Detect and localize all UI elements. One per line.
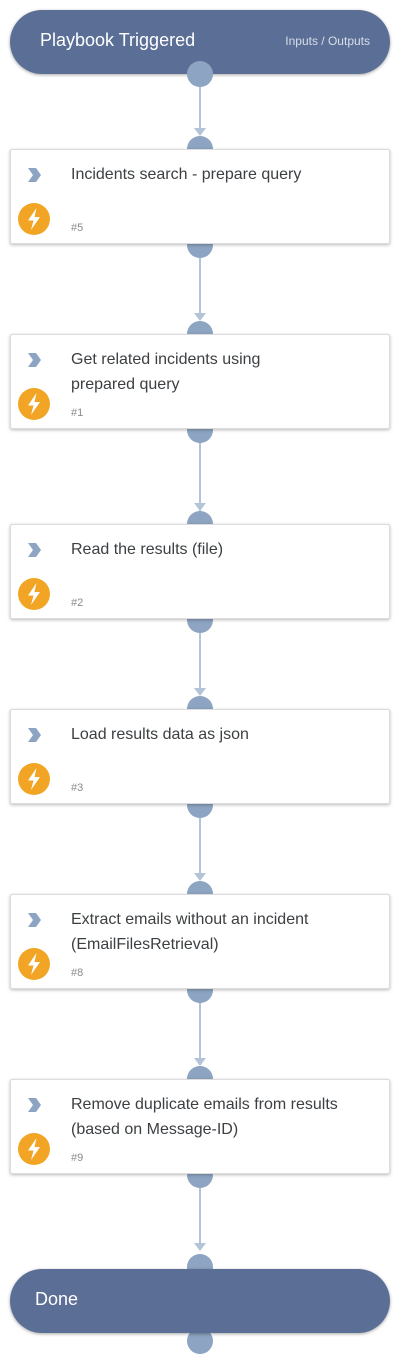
task-id: #5 <box>71 222 84 234</box>
task-name: Load results data as json <box>71 726 249 743</box>
playbook-end-node[interactable]: Done <box>10 1269 390 1333</box>
task-id: #8 <box>71 967 84 979</box>
lightning-bolt-icon <box>18 388 50 420</box>
lightning-bolt-icon <box>18 763 50 795</box>
connector-arrow <box>194 1058 206 1066</box>
chevron-right-icon <box>28 353 41 367</box>
chevron-right-icon <box>28 168 41 182</box>
end-node-title: Done <box>35 1289 79 1309</box>
task-node[interactable]: Load results data as json #3 <box>10 709 390 804</box>
connector-arrow <box>194 503 206 511</box>
connector-line <box>199 1003 201 1065</box>
connector-line <box>199 633 201 695</box>
connector-line <box>199 1188 201 1250</box>
task-id: #2 <box>71 597 84 609</box>
chevron-right-icon <box>28 1098 41 1112</box>
connector-line <box>199 87 201 135</box>
chevron-right-icon <box>28 728 41 742</box>
connector-arrow <box>194 128 206 136</box>
task-id: #1 <box>71 407 84 419</box>
lightning-bolt-icon <box>18 1133 50 1165</box>
chevron-right-icon <box>28 543 41 557</box>
task-node[interactable]: Get related incidents using prepared que… <box>10 334 390 429</box>
task-id: #3 <box>71 782 84 794</box>
task-id: #9 <box>71 1152 84 1164</box>
connector-line <box>199 258 201 320</box>
task-node[interactable]: Extract emails without an incident (Emai… <box>10 894 390 989</box>
connector-arrow <box>194 873 206 881</box>
connector-line <box>199 818 201 880</box>
output-port[interactable] <box>187 61 213 87</box>
lightning-bolt-icon <box>18 203 50 235</box>
connector-arrow <box>194 688 206 696</box>
task-node[interactable]: Remove duplicate emails from results (ba… <box>10 1079 390 1174</box>
connector-line <box>199 443 201 511</box>
lightning-bolt-icon <box>18 948 50 980</box>
connector-arrow <box>194 1243 206 1251</box>
task-name: Get related incidents using prepared que… <box>71 351 261 393</box>
connector-arrow <box>194 313 206 321</box>
chevron-right-icon <box>28 913 41 927</box>
task-name: Incidents search - prepare query <box>71 166 302 183</box>
task-name: Read the results (file) <box>71 541 224 558</box>
task-node[interactable]: Incidents search - prepare query #5 <box>10 149 390 244</box>
task-node[interactable]: Read the results (file) #2 <box>10 524 390 619</box>
task-name: Remove duplicate emails from results (ba… <box>71 1096 338 1138</box>
inputs-outputs-link[interactable]: Inputs / Outputs <box>285 34 370 48</box>
start-node-title: Playbook Triggered <box>40 30 196 50</box>
task-name: Extract emails without an incident (Emai… <box>71 911 309 953</box>
lightning-bolt-icon <box>18 578 50 610</box>
